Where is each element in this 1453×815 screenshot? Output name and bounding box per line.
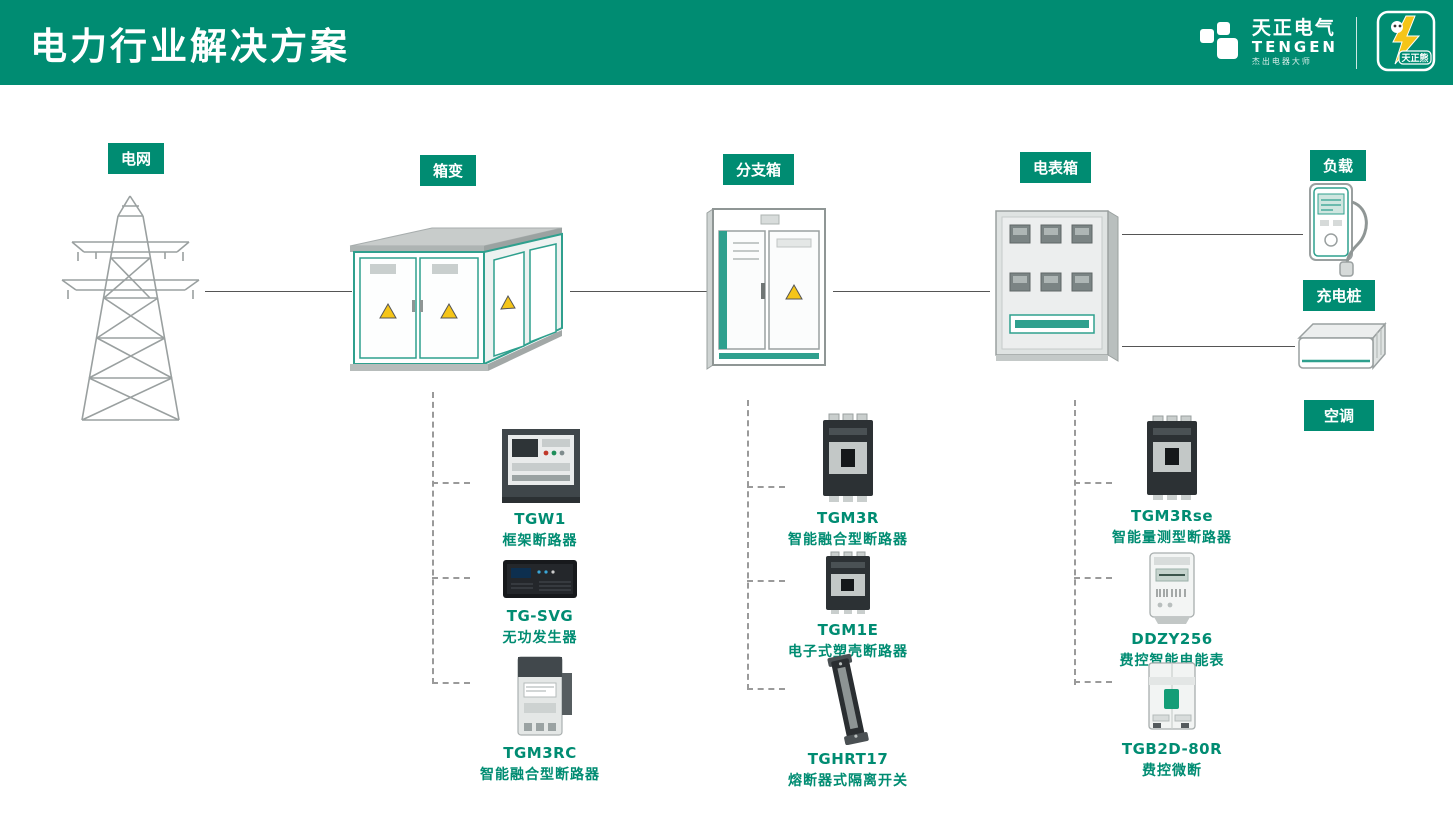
- product-desc: 费控微断: [1142, 763, 1202, 779]
- connector-grid-transformer: [205, 291, 352, 292]
- product-card: TG-SVG 无功发生器: [465, 552, 615, 647]
- product-card: TGM1E 电子式塑壳断路器: [773, 550, 923, 661]
- dashed-stub: [747, 580, 785, 582]
- product-desc: 熔断器式隔离开关: [788, 773, 908, 789]
- product-desc: 智能量测型断路器: [1112, 530, 1232, 546]
- product-image-tgm1e: [826, 551, 870, 614]
- product-desc: 智能融合型断路器: [480, 767, 600, 783]
- product-image-tgw1: [501, 429, 580, 503]
- connector-meter-ac: [1122, 346, 1295, 347]
- product-image-tgm3r: [823, 413, 873, 502]
- dashed-stub: [1074, 577, 1112, 579]
- product-name: TGM3R: [817, 509, 879, 527]
- product-image-tghrt17: [827, 653, 869, 745]
- dashed-stub: [747, 486, 785, 488]
- page-title: 电力行业解决方案: [30, 24, 350, 68]
- dashed-stub: [432, 482, 470, 484]
- product-image-tgb2d-80r: [1148, 662, 1196, 730]
- product-image-ddzy256: [1149, 552, 1195, 624]
- dashed-stub: [1074, 681, 1112, 683]
- dashed-connector-branch: [747, 400, 749, 690]
- branch-box-illustration: [703, 203, 835, 382]
- tengen-logo-icon: [1198, 20, 1240, 66]
- meter-box-illustration: [988, 203, 1126, 379]
- header: 电力行业解决方案 天正电气 TENGEN 杰出电器大师: [0, 0, 1453, 85]
- dashed-stub: [432, 577, 470, 579]
- station-badge-branch: 分支箱: [723, 154, 795, 185]
- box-transformer-illustration: [348, 200, 570, 384]
- product-name: TG-SVG: [506, 607, 574, 625]
- station-badge-load: 负载: [1310, 150, 1367, 181]
- dashed-connector-meter: [1074, 400, 1076, 685]
- product-name: TGW1: [514, 510, 566, 528]
- dashed-stub: [747, 688, 785, 690]
- product-desc: 电子式塑壳断路器: [788, 644, 908, 660]
- station-badge-transformer: 箱变: [420, 155, 477, 186]
- product-name: DDZY256: [1131, 630, 1213, 648]
- product-image-tgm3rc: [517, 656, 572, 736]
- dashed-connector-transformer: [432, 392, 434, 684]
- product-name: TGM3RC: [503, 744, 577, 762]
- product-card: DDZY256 费控智能电能表: [1097, 551, 1247, 670]
- air-conditioner-illustration: [1293, 318, 1388, 384]
- ev-charger-illustration: [1300, 182, 1375, 282]
- station-badge-grid: 电网: [108, 143, 165, 174]
- product-desc: 无功发生器: [502, 630, 578, 646]
- power-grid-tower-illustration: [48, 188, 213, 427]
- brand-name-cn: 天正电气: [1251, 17, 1336, 40]
- product-card: TGM3RC 智能融合型断路器: [465, 653, 615, 784]
- product-card: TGM3R 智能融合型断路器: [773, 412, 923, 549]
- product-name: TGM3Rse: [1130, 507, 1214, 525]
- brand-text: 天正电气 TENGEN 杰出电器大师: [1252, 18, 1338, 66]
- product-card: TGW1 框架断路器: [465, 423, 615, 550]
- brand-divider: [1356, 16, 1357, 69]
- station-badge-charger: 充电桩: [1303, 280, 1375, 311]
- product-image-tg-svg: [503, 560, 577, 598]
- product-name: TGB2D-80R: [1121, 740, 1223, 758]
- station-badge-ac: 空调: [1304, 400, 1374, 431]
- mascot-bear-icon: 天正熊: [1375, 9, 1437, 77]
- station-badge-meter: 电表箱: [1020, 152, 1092, 183]
- brand-area: 天正电气 TENGEN 杰出电器大师 天正熊: [1198, 0, 1437, 85]
- product-name: TGHRT17: [807, 750, 889, 768]
- dashed-stub: [432, 682, 470, 684]
- brand-name-en: TENGEN: [1251, 38, 1338, 57]
- product-card: TGB2D-80R 费控微断: [1097, 657, 1247, 780]
- mascot-label: 天正熊: [1401, 52, 1428, 64]
- product-card: TGM3Rse 智能量测型断路器: [1097, 414, 1247, 547]
- brand-tagline: 杰出电器大师: [1251, 56, 1312, 66]
- product-desc: 费控智能电能表: [1119, 653, 1225, 669]
- product-desc: 框架断路器: [502, 533, 578, 549]
- product-desc: 智能融合型断路器: [788, 532, 908, 548]
- connector-meter-charger: [1122, 234, 1303, 235]
- connector-transformer-branch: [570, 291, 707, 292]
- connector-branch-meter: [833, 291, 990, 292]
- dashed-stub: [1074, 482, 1112, 484]
- product-name: TGM1E: [817, 621, 879, 639]
- product-card: TGHRT17 熔断器式隔离开关: [773, 653, 923, 790]
- product-image-tgm3rse: [1147, 415, 1197, 500]
